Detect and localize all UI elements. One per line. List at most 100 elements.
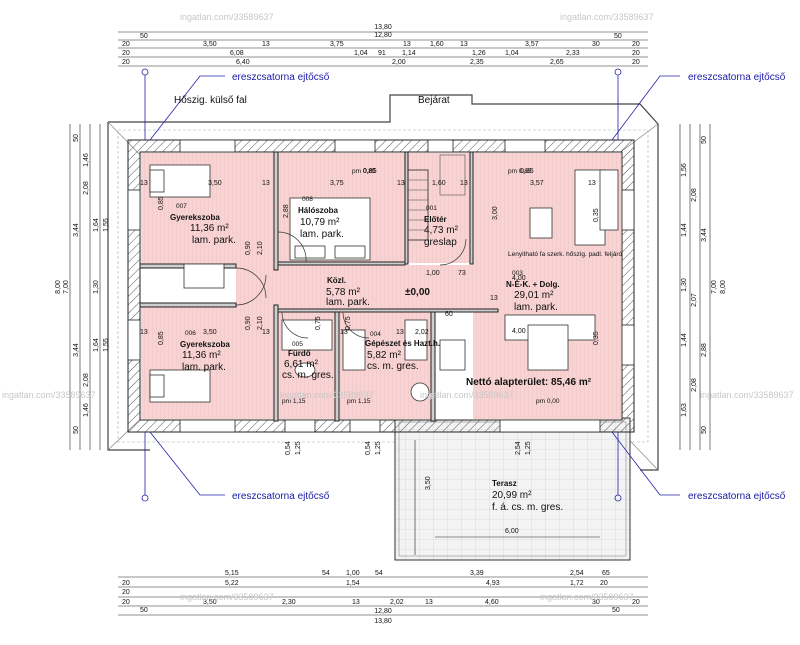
dim-bot-r3-9: 30	[592, 599, 600, 606]
dim-top-r4-5: 1,26	[472, 50, 486, 57]
room-id-004: 004	[370, 331, 381, 338]
dim-top-r3-11: 50	[614, 33, 622, 40]
dim-top-r3-6: 13	[403, 41, 411, 48]
dim-int-4: 2,88	[283, 204, 290, 218]
watermark-1: ingatlan.com/33589637	[180, 12, 274, 22]
room-area-007: 11,36 m²	[190, 223, 229, 234]
windows	[127, 139, 635, 433]
watermark-5: ingatlan.com/33589637	[420, 390, 514, 400]
dim-int-16: 0,85	[363, 168, 377, 175]
dim-int-33: 13	[140, 329, 148, 336]
dim-int-37: 13	[490, 295, 498, 302]
dim-top-r5-4: 2,65	[550, 59, 564, 66]
room-labels: 007 Gyerekszoba 11,36 m² lam. park. 008 …	[170, 196, 563, 513]
pm-label-4: pm 1,15	[347, 398, 371, 405]
dim-top-r4-1: 6,08	[230, 50, 244, 57]
dim-right-a-3: 1,56	[681, 163, 688, 177]
dim-top-r3-1: 50	[140, 33, 148, 40]
watermarks: ingatlan.com/33589637 ingatlan.com/33589…	[2, 12, 794, 602]
dim-right-inner: 7,00	[711, 280, 718, 294]
dim-int-9: 73	[458, 270, 466, 277]
dim-left-a-9: 1,64	[93, 338, 100, 352]
room-area-004: 5,82 m²	[367, 350, 402, 361]
dim-bot-r2-1: 5,22	[225, 580, 239, 587]
room-area-001: 4,73 m²	[424, 225, 459, 236]
dim-left-a-7: 1,55	[103, 218, 110, 232]
dim-bot-r3-7: 13	[425, 599, 433, 606]
dim-top-inner: 12,80	[374, 32, 392, 39]
dim-right-a-9: 2,88	[701, 343, 708, 357]
room-floor-terrace: f. á. cs. m. gres.	[492, 502, 563, 513]
dim-bot-r2-5: 20	[600, 580, 608, 587]
dim-bot-r1-3: 1,00	[346, 570, 360, 577]
dim-int-10: 3,50	[203, 329, 217, 336]
room-floor-007: lam. park.	[192, 235, 236, 246]
room-name-terrace: Terasz	[492, 479, 517, 488]
pm-label-5: pm 0,00	[536, 398, 560, 405]
dim-bot-r1-2: 54	[322, 570, 330, 577]
room-area-002: 5,78 m²	[326, 287, 361, 298]
dim-bot-r2-2: 1,54	[346, 580, 360, 587]
watermark-4: ingatlan.com/33589637	[280, 390, 374, 400]
dim-left-inner: 7,00	[63, 280, 70, 294]
dim-top-r3-0: 20	[122, 41, 130, 48]
dim-int-27: 2,10	[257, 316, 264, 330]
gutter-label-tl: ereszcsatorna ejtőcső	[232, 72, 330, 83]
room-name-008: Hálószoba	[298, 206, 339, 215]
dimension-lines	[69, 31, 711, 616]
room-id-003: 003	[512, 270, 523, 277]
dim-left-a-1: 50	[73, 134, 80, 142]
room-name-001: Előtér	[424, 215, 447, 224]
room-area-008: 10,79 m²	[300, 217, 340, 228]
dim-int-3: 3,57	[530, 180, 544, 187]
room-id-007: 007	[176, 203, 187, 210]
room-floor-006: lam. park.	[182, 362, 226, 373]
dim-left-a-4: 2,08	[83, 181, 90, 195]
dim-int-8: 1,00	[426, 270, 440, 277]
dim-right-a-1: 50	[701, 136, 708, 144]
dim-low-1: 1,25	[295, 441, 302, 455]
dim-int-36: 13	[340, 329, 348, 336]
dim-int-5: 3,00	[492, 206, 499, 220]
dim-top-r5-2: 2,00	[392, 59, 406, 66]
dim-top-r3-8: 13	[460, 41, 468, 48]
dim-int-23: 0,90	[245, 316, 252, 330]
dim-left-a-10: 3,44	[73, 343, 80, 357]
pm-label-1: pm 0,85	[352, 168, 376, 175]
dim-int-7: 4,00	[512, 328, 526, 335]
dim-top-r5-0: 20	[122, 59, 130, 66]
dim-right-a-4: 2,08	[691, 188, 698, 202]
dim-left-a-6: 1,64	[93, 218, 100, 232]
watermark-8: ingatlan.com/33589637	[540, 592, 634, 602]
terrace-dimension-lines	[414, 440, 600, 555]
dim-int-6: 4,00	[512, 275, 526, 282]
room-name-006: Gyerekszoba	[180, 340, 230, 349]
dim-low-2: 0,54	[365, 441, 372, 455]
insulation-label: Hőszig. külső fal	[174, 95, 247, 106]
dim-bot-r3-11: 20	[632, 599, 640, 606]
dim-bot-r2-0: 20	[122, 589, 130, 596]
dim-left-total: 8,00	[55, 280, 62, 294]
dim-top-r4-8: 20	[632, 50, 640, 57]
furniture	[149, 164, 619, 403]
dim-right-a-6: 1,44	[681, 223, 688, 237]
dim-int-0: 3,50	[208, 180, 222, 187]
room-id-005: 005	[292, 341, 303, 348]
dim-top-r4-7: 2,33	[566, 50, 580, 57]
roof-outline	[107, 94, 659, 471]
attic-hatch	[407, 154, 553, 241]
dim-left-a-3: 1,46	[83, 153, 90, 167]
dim-low-3: 1,25	[375, 441, 382, 455]
room-area-005: 6,61 m²	[284, 359, 319, 370]
dim-bot-r3-5: 13	[352, 599, 360, 606]
dim-int-30: 13	[460, 180, 468, 187]
room-floor-003: lam. park.	[514, 302, 558, 313]
stair-note: Lenyitható fa szerk. hőszig. padl. feljá…	[508, 251, 623, 258]
room-id-008: 008	[302, 196, 313, 203]
dim-bottom-total: 13,80	[374, 618, 392, 625]
dim-left-a-15: 50	[73, 426, 80, 434]
room-id-006: 006	[185, 330, 196, 337]
room-name-002: Közl.	[327, 276, 346, 285]
dim-int-24: 0,75	[315, 316, 322, 330]
